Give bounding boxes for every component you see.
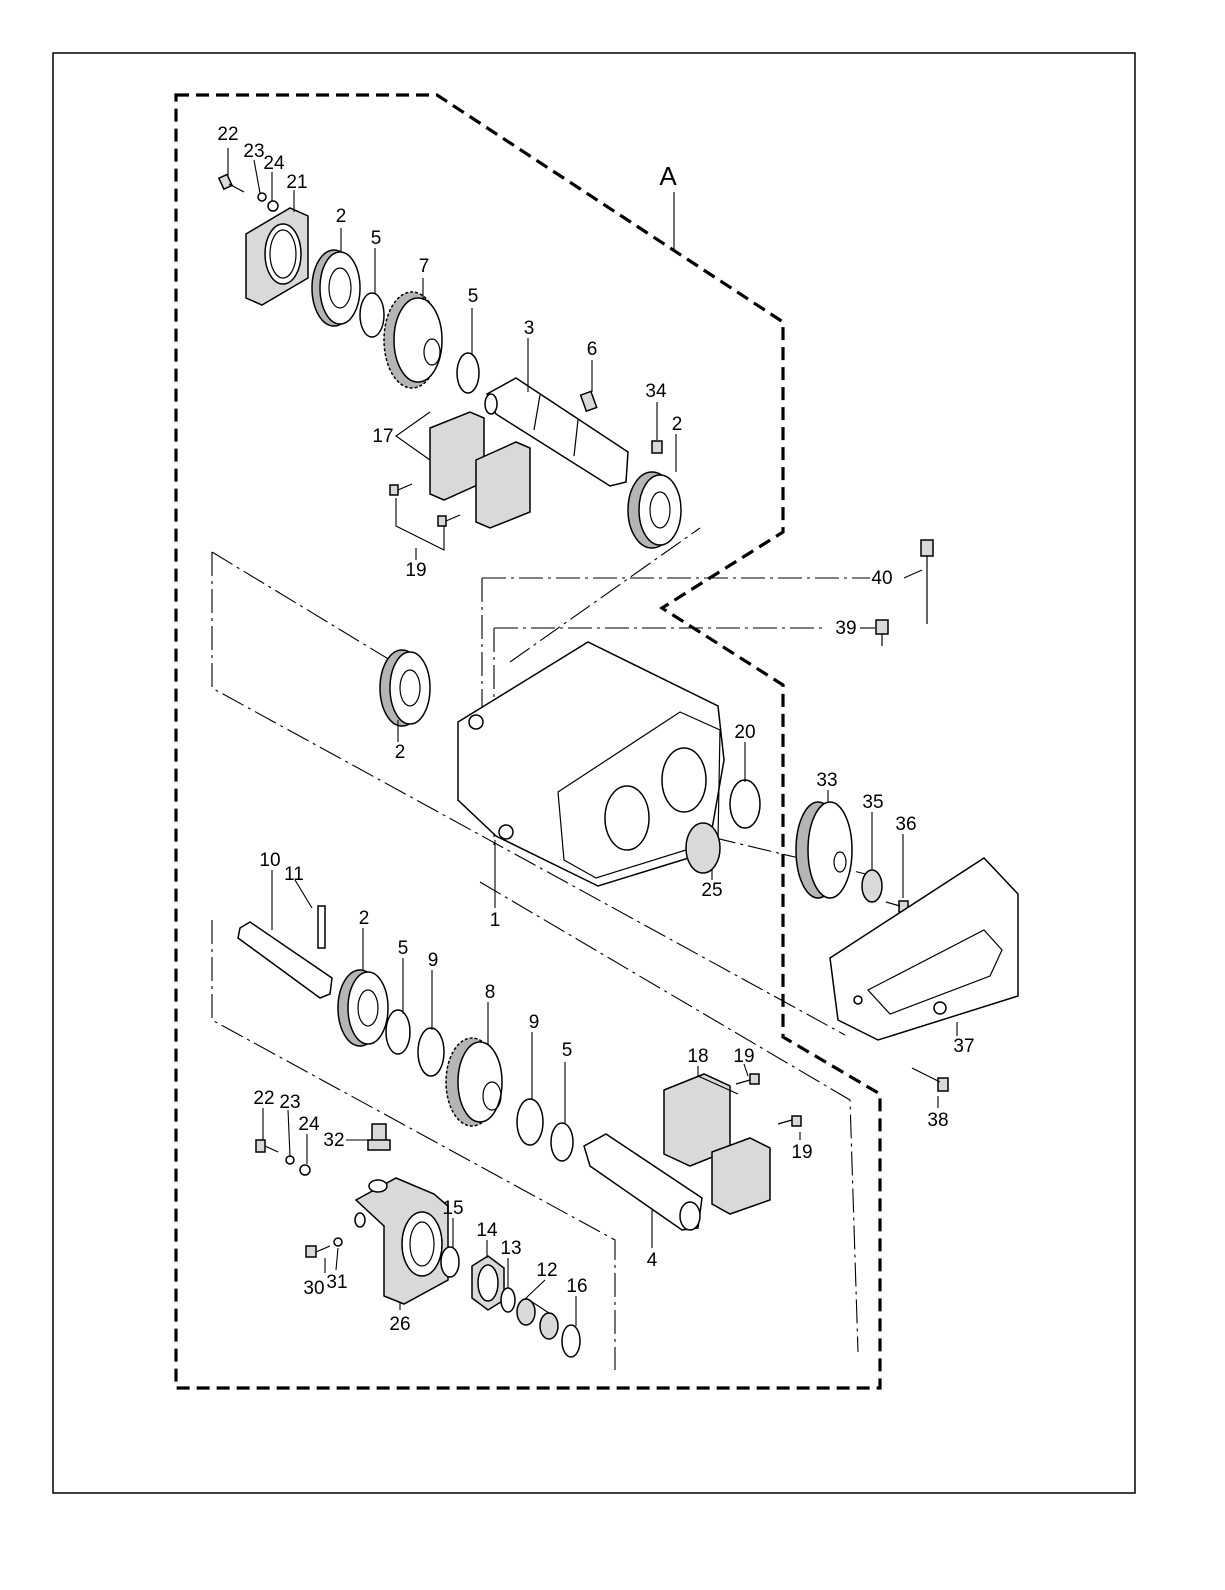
callout-1: 1	[490, 910, 501, 931]
callout-6: 6	[587, 339, 598, 360]
washer-35	[862, 870, 882, 902]
callout-25: 25	[701, 880, 722, 901]
flange-21	[246, 208, 308, 305]
callout-36: 36	[895, 814, 916, 835]
washer-24-upper	[268, 201, 278, 211]
belt-cover-37	[830, 858, 1018, 1040]
bolt-22-lower	[256, 1140, 278, 1152]
callout-12: 12	[536, 1260, 557, 1281]
callout-23: 23	[243, 141, 264, 162]
washer-24-lower	[300, 1165, 310, 1175]
screw-38	[912, 1068, 948, 1091]
callout-14: 14	[476, 1220, 498, 1241]
callout-17: 17	[372, 426, 393, 447]
callout-26: 26	[389, 1314, 410, 1335]
callout-2: 2	[359, 908, 370, 929]
cap-25	[686, 823, 720, 873]
bushing-housing-26	[355, 1178, 448, 1304]
key-34	[652, 441, 662, 453]
callout-20: 20	[734, 722, 755, 743]
callout-5: 5	[468, 286, 479, 307]
callout-2: 2	[336, 206, 347, 227]
gear-8	[446, 1038, 502, 1126]
callout-13: 13	[500, 1238, 521, 1259]
ring-13	[501, 1288, 515, 1312]
callout-5: 5	[371, 228, 382, 249]
pulley-33	[796, 802, 852, 898]
washer-23-lower	[286, 1156, 294, 1164]
callout-10: 10	[259, 850, 280, 871]
grease-fitting-32	[368, 1124, 390, 1150]
key-6	[581, 391, 597, 411]
washer-31	[334, 1238, 342, 1246]
spacer-9a	[418, 1028, 444, 1076]
callout-24: 24	[298, 1114, 320, 1135]
callout-15: 15	[442, 1198, 463, 1219]
bolt-40	[921, 540, 933, 624]
bearing-2-right	[628, 472, 681, 548]
snap-ring-16	[562, 1325, 580, 1357]
callout-24: 24	[263, 153, 285, 174]
callout-4: 4	[647, 1250, 658, 1271]
bearing-2-left	[380, 650, 430, 726]
callout-19: 19	[405, 560, 426, 581]
center-lines	[212, 528, 870, 1370]
callout-40: 40	[871, 568, 892, 589]
callout-5: 5	[398, 938, 409, 959]
callout-2: 2	[672, 414, 683, 435]
bolt-22-upper	[219, 174, 244, 192]
callout-19: 19	[733, 1046, 754, 1067]
washer-23-upper	[258, 193, 266, 201]
callout-8: 8	[485, 982, 496, 1003]
callout-30: 30	[303, 1278, 324, 1299]
region-label: A	[659, 161, 677, 191]
callout-7: 7	[419, 256, 430, 277]
callout-22: 22	[253, 1088, 274, 1109]
coupling-17	[430, 412, 530, 528]
pin-11	[318, 906, 325, 948]
callout-37: 37	[953, 1036, 974, 1057]
callout-18: 18	[687, 1046, 708, 1067]
callout-16: 16	[566, 1276, 587, 1297]
snap-ring-5a	[360, 293, 384, 337]
bushing-14	[472, 1256, 504, 1310]
callout-33: 33	[816, 770, 837, 791]
seal-15	[441, 1247, 459, 1277]
callout-11: 11	[284, 864, 304, 885]
spacer-9b	[517, 1099, 543, 1145]
callout-35: 35	[862, 792, 883, 813]
callout-22: 22	[217, 124, 238, 145]
callout-3: 3	[524, 318, 535, 339]
screw-39	[876, 620, 888, 646]
screw-30	[306, 1246, 330, 1257]
seal-20	[730, 780, 760, 828]
callout-5: 5	[562, 1040, 573, 1061]
callout-39: 39	[835, 618, 856, 639]
callout-19: 19	[791, 1142, 812, 1163]
callout-38: 38	[927, 1110, 948, 1131]
bearing-12b	[540, 1313, 558, 1339]
gear-7	[384, 292, 442, 388]
callout-9: 9	[529, 1012, 540, 1033]
callout-21: 21	[286, 172, 307, 193]
upper-shaft-group	[219, 174, 681, 548]
screws-19-lower	[736, 1074, 801, 1126]
snap-ring-5d	[551, 1123, 573, 1161]
callout-34: 34	[645, 381, 667, 402]
callout-2: 2	[395, 742, 406, 763]
snap-ring-5c	[386, 1010, 410, 1054]
callout-23: 23	[279, 1092, 300, 1113]
snap-ring-5b	[457, 353, 479, 393]
gear-housing-1	[458, 642, 724, 886]
bearing-2-lower	[338, 970, 388, 1046]
bearing-12a	[517, 1299, 535, 1325]
bearing-2-upper	[312, 250, 360, 326]
callout-32: 32	[323, 1130, 344, 1151]
callout-31: 31	[326, 1272, 347, 1293]
callout-9: 9	[428, 950, 439, 971]
